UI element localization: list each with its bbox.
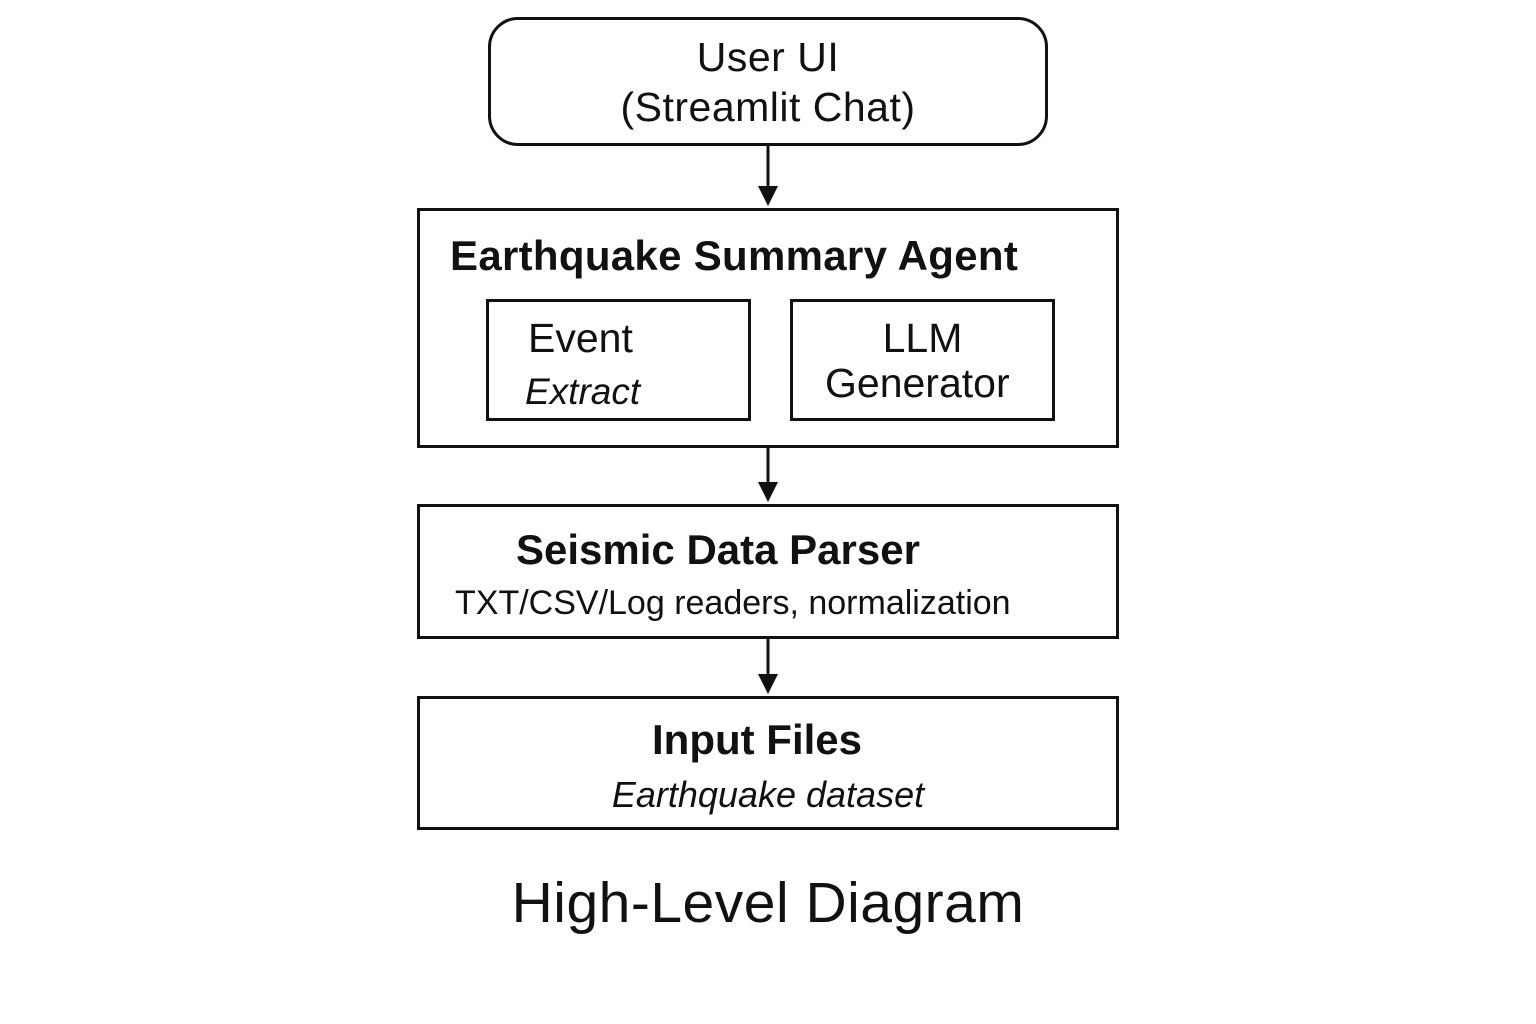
user-ui-label: User UI xyxy=(696,33,840,80)
input-files-title: Input Files xyxy=(652,716,862,763)
user-ui-node: User UI (Streamlit Chat) xyxy=(488,17,1048,146)
parser-title: Seismic Data Parser xyxy=(516,526,920,573)
arrow-agent-to-parser xyxy=(758,448,778,502)
event-extract-label-line1: Event xyxy=(528,315,633,361)
user-ui-sublabel: (Streamlit Chat) xyxy=(620,83,916,130)
event-extract-label-line2: Extract xyxy=(525,371,641,412)
llm-generator-node: LLM Generator xyxy=(790,299,1055,421)
llm-generator-label-line1: LLM xyxy=(882,315,963,361)
earthquake-summary-agent-node: Earthquake Summary Agent Event Extract L… xyxy=(417,208,1119,448)
event-extract-node: Event Extract xyxy=(486,299,751,421)
parser-subtitle: TXT/CSV/Log readers, normalization xyxy=(455,584,1011,622)
arrow-parser-to-input xyxy=(758,639,778,694)
seismic-data-parser-node: Seismic Data Parser TXT/CSV/Log readers,… xyxy=(417,504,1119,639)
input-files-subtitle: Earthquake dataset xyxy=(611,774,925,815)
arrow-ui-to-agent xyxy=(758,146,778,206)
llm-generator-label-line2: Generator xyxy=(825,360,1010,406)
input-files-node: Input Files Earthquake dataset xyxy=(417,696,1119,830)
agent-title: Earthquake Summary Agent xyxy=(450,232,1019,279)
diagram-caption: High-Level Diagram xyxy=(511,871,1025,935)
